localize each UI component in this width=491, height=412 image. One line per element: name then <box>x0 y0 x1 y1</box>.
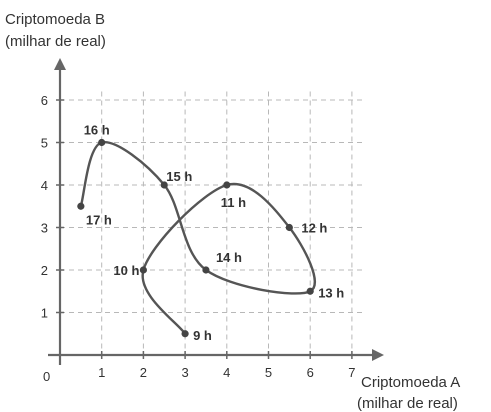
point-label: 17 h <box>86 212 112 227</box>
ticks: 1 2 3 4 5 6 7 1 2 3 4 5 6 <box>41 93 356 380</box>
y-tick-label: 4 <box>41 178 48 193</box>
data-point <box>77 202 85 210</box>
trajectory-curve <box>79 141 316 335</box>
y-tick-label: 1 <box>41 306 48 321</box>
origin-label: 0 <box>43 369 50 384</box>
y-axis-arrow <box>54 58 66 70</box>
y-axis-title-line1: Criptomoeda B <box>5 11 105 28</box>
data-point <box>223 181 231 189</box>
x-tick-label: 3 <box>181 365 188 380</box>
data-point <box>160 181 168 189</box>
grid <box>60 91 365 355</box>
x-tick-label: 2 <box>140 365 147 380</box>
data-point <box>306 287 314 295</box>
data-point <box>285 223 293 232</box>
x-tick-label: 5 <box>265 365 272 380</box>
y-tick-label: 2 <box>41 263 48 278</box>
point-label: 15 h <box>166 169 192 184</box>
data-point <box>181 330 189 338</box>
y-tick-label: 3 <box>41 221 48 236</box>
point-label: 16 h <box>84 123 110 138</box>
point-label: 14 h <box>216 250 242 265</box>
x-axis-title-line1: Criptomoeda A <box>361 374 460 391</box>
y-axis-title-line2: (milhar de real) <box>5 33 106 50</box>
data-point <box>202 266 210 274</box>
data-point <box>139 266 147 274</box>
x-axis-title-line2: (milhar de real) <box>357 395 458 412</box>
x-tick-label: 1 <box>98 365 105 380</box>
y-tick-label: 6 <box>41 93 48 108</box>
x-tick-label: 7 <box>348 365 355 380</box>
y-tick-label: 5 <box>41 136 48 151</box>
point-label: 11 h <box>221 195 246 210</box>
points: 9 h 10 h 11 h 12 h 13 h 14 h 15 h 16 h 17 h <box>77 123 344 343</box>
point-label: 9 h <box>193 328 212 343</box>
x-tick-label: 4 <box>223 365 230 380</box>
point-label: 12 h <box>301 221 327 236</box>
data-point <box>98 138 106 147</box>
x-axis-arrow <box>372 349 384 361</box>
point-label: 13 h <box>318 285 344 300</box>
point-label: 10 h <box>113 263 139 278</box>
x-tick-label: 6 <box>307 365 314 380</box>
